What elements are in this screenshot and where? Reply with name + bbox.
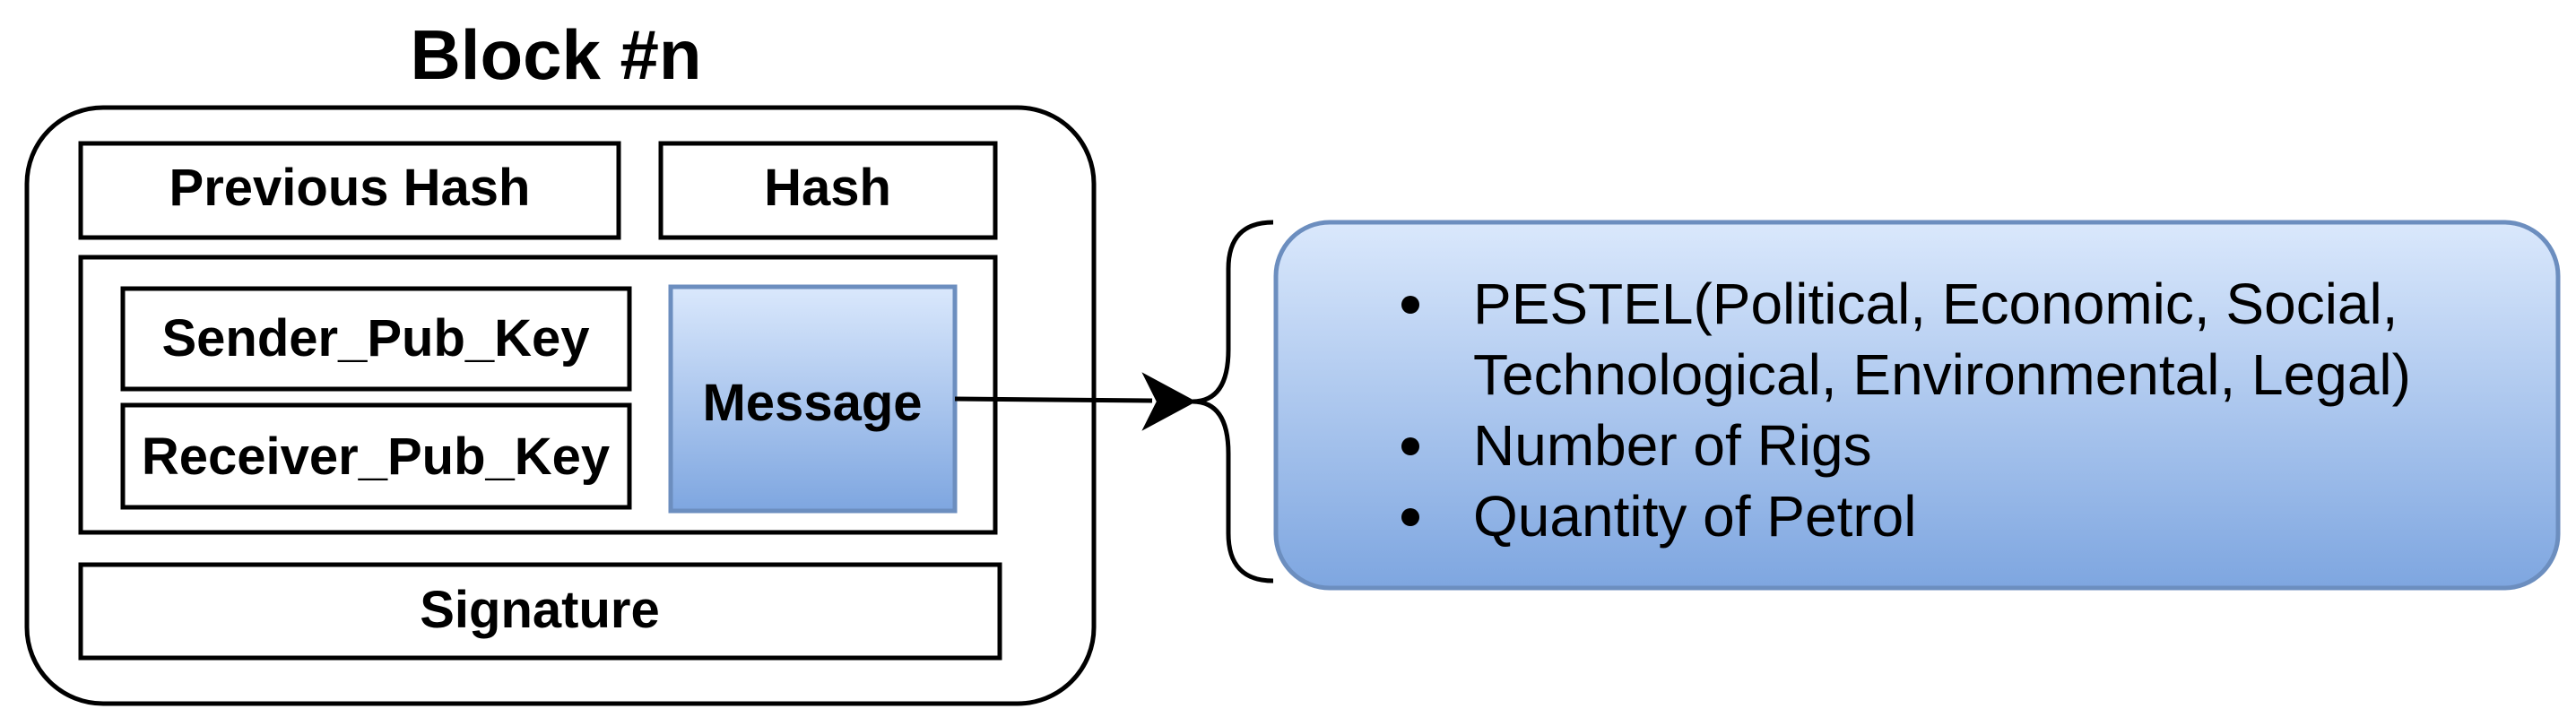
bullet-icon (1401, 296, 1419, 314)
sender-pub-key-box (120, 286, 632, 392)
signature-box (78, 562, 1002, 661)
receiver-pub-key-label: Receiver_Pub_Key (142, 428, 610, 486)
message-details-list: PESTEL(Political, Economic, Social, Tech… (1401, 272, 2411, 549)
message-box (668, 284, 958, 514)
list-item-line: Quantity of Petrol (1473, 484, 1916, 549)
sender-pub-key-label: Sender_Pub_Key (161, 309, 589, 367)
message-details-box (1273, 220, 2561, 591)
bullet-icon (1401, 437, 1419, 455)
message-arrow (954, 372, 1197, 431)
hash-label: Hash (764, 159, 891, 217)
bullet-icon (1401, 508, 1419, 526)
hash-box (658, 141, 998, 240)
list-item-line: Number of Rigs (1473, 413, 1872, 478)
block-title: Block #n (410, 15, 701, 94)
message-label: Message (702, 374, 922, 432)
list-item-line: PESTEL(Political, Economic, Social, (1473, 272, 2398, 336)
curly-brace (1192, 220, 1274, 583)
signature-label: Signature (420, 581, 660, 639)
previous-hash-label: Previous Hash (169, 159, 531, 217)
list-item-line: Technological, Environmental, Legal) (1473, 342, 2411, 407)
previous-hash-box (78, 141, 621, 240)
receiver-pub-key-box (120, 402, 632, 510)
